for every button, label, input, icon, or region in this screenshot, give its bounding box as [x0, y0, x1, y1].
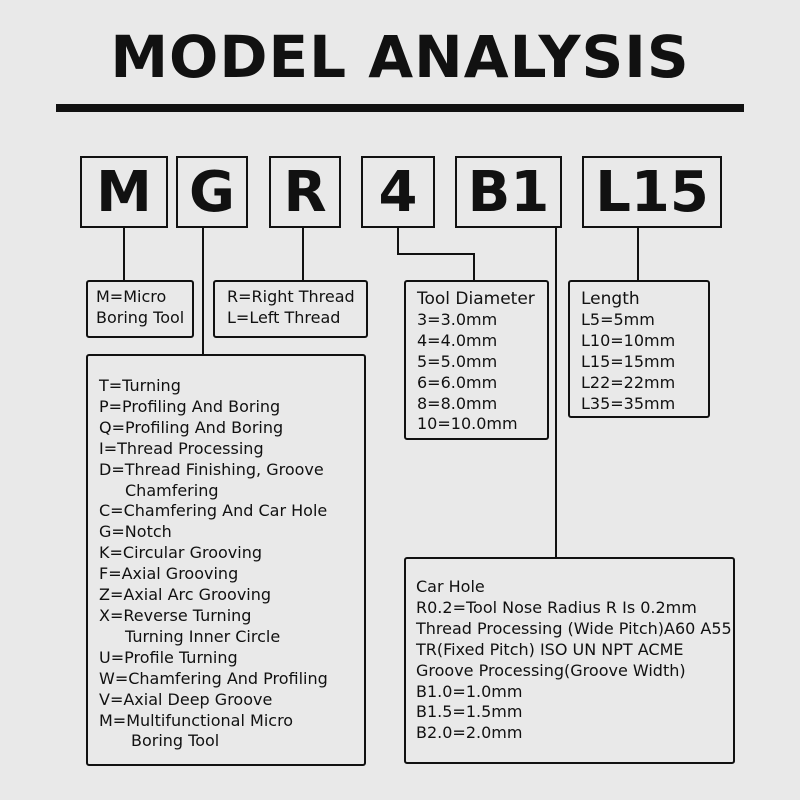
- code-segment-l15: L15: [582, 156, 722, 228]
- box-line: Thread Processing (Wide Pitch)A60 A55: [416, 618, 732, 638]
- box-line: Turning Inner Circle: [125, 626, 281, 646]
- title-divider: [56, 104, 744, 112]
- thread-direction-box: R=Right Thread L=Left Thread: [213, 280, 368, 338]
- box-line: 4=4.0mm: [417, 330, 498, 350]
- box-line: Boring Tool: [96, 307, 185, 327]
- box-line: P=Profiling And Boring: [99, 396, 281, 416]
- box-line: M=Multifunctional Micro: [99, 710, 294, 730]
- code-segment-4: 4: [361, 156, 435, 228]
- box-line: U=Profile Turning: [99, 647, 238, 667]
- box-line: Z=Axial Arc Grooving: [99, 585, 272, 605]
- box-line: V=Axial Deep Groove: [99, 689, 273, 709]
- box-line: T=Turning: [99, 376, 181, 395]
- box-line: K=Circular Grooving: [99, 543, 263, 563]
- box-line: D=Thread Finishing, Groove: [99, 459, 324, 479]
- code-segment-g: G: [176, 156, 248, 228]
- box-line: W=Chamfering And Profiling: [99, 668, 328, 688]
- box-line: Chamfering: [125, 480, 219, 500]
- box-line: R0.2=Tool Nose Radius R Is 0.2mm: [416, 597, 697, 617]
- box-line: B1.5=1.5mm: [416, 702, 523, 722]
- car-hole-box: Car Hole R0.2=Tool Nose Radius R Is 0.2m…: [404, 557, 735, 764]
- box-line: L5=5mm: [581, 309, 655, 329]
- tool-diameter-heading: Tool Diameter: [417, 289, 535, 309]
- box-line: R=Right Thread: [227, 287, 355, 306]
- box-line: M=Micro: [96, 287, 167, 306]
- box-line: TR(Fixed Pitch) ISO UN NPT ACME: [416, 639, 684, 659]
- box-line: 10=10.0mm: [417, 414, 518, 434]
- machining-type-box: T=Turning P=Profiling And Boring Q=Profi…: [86, 354, 366, 766]
- box-line: L35=35mm: [581, 393, 676, 413]
- page-title: MODEL ANALYSIS: [110, 23, 690, 91]
- box-line: X=Reverse Turning: [99, 605, 252, 625]
- length-box: Length L5=5mm L10=10mm L15=15mm L22=22mm…: [568, 280, 710, 418]
- box-line: Q=Profiling And Boring: [99, 417, 284, 437]
- box-line: 6=6.0mm: [417, 372, 498, 392]
- box-line: L10=10mm: [581, 330, 676, 350]
- micro-boring-box: M=Micro Boring Tool: [86, 280, 194, 338]
- box-line: 5=5.0mm: [417, 351, 498, 371]
- code-segment-b1: B1: [455, 156, 562, 228]
- box-line: Boring Tool: [131, 731, 220, 751]
- box-line: 8=8.0mm: [417, 393, 498, 413]
- code-segment-r: R: [269, 156, 341, 228]
- box-line: 3=3.0mm: [417, 309, 498, 329]
- box-line: B2.0=2.0mm: [416, 723, 523, 743]
- box-line: Groove Processing(Groove Width): [416, 660, 686, 680]
- box-line: C=Chamfering And Car Hole: [99, 501, 328, 521]
- box-line: L22=22mm: [581, 372, 676, 392]
- car-hole-heading: Car Hole: [416, 577, 485, 596]
- code-segment-m: M: [80, 156, 168, 228]
- box-line: L15=15mm: [581, 351, 676, 371]
- box-line: G=Notch: [99, 522, 172, 542]
- length-heading: Length: [581, 289, 640, 309]
- box-line: L=Left Thread: [227, 307, 341, 327]
- box-line: I=Thread Processing: [99, 438, 264, 458]
- tool-diameter-box: Tool Diameter 3=3.0mm 4=4.0mm 5=5.0mm 6=…: [404, 280, 549, 440]
- box-line: F=Axial Grooving: [99, 564, 239, 584]
- connector-diameter: [397, 228, 475, 280]
- box-line: B1.0=1.0mm: [416, 681, 523, 701]
